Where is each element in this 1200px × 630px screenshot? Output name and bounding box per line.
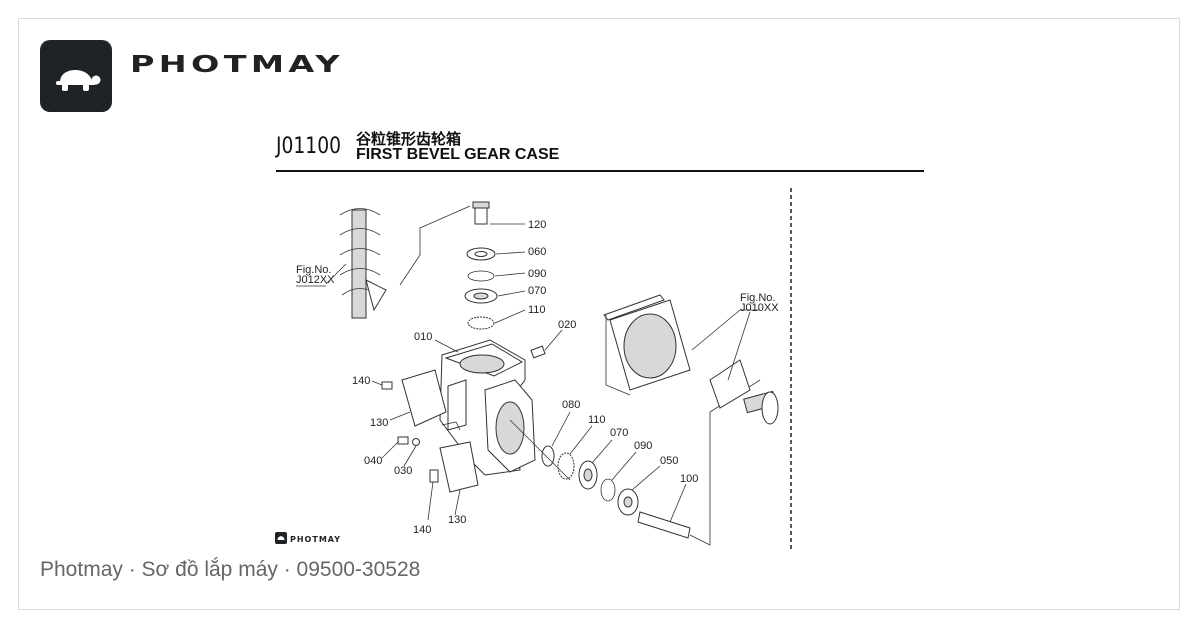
- snap-ring-090-side: [600, 478, 616, 502]
- diagram-title-en: FIRST BEVEL GEAR CASE: [356, 146, 560, 163]
- gear-110-top: [467, 316, 495, 330]
- part-label: 110: [528, 304, 546, 316]
- bolt-040: [397, 436, 409, 445]
- part-label: 090: [528, 268, 546, 280]
- part-label: 070: [528, 285, 546, 297]
- washer-030: [412, 438, 420, 446]
- part-label: 040: [364, 455, 382, 467]
- diagram-code: J01100: [276, 134, 342, 159]
- part-label: 080: [562, 399, 580, 411]
- bolt-140-lower: [429, 469, 439, 483]
- part-label: 020: [558, 319, 576, 331]
- turtle-icon: [56, 70, 101, 91]
- gear-110-side: [557, 452, 575, 480]
- auger-left: [339, 208, 387, 319]
- exploded-parts-diagram: Fig.No. J012XX: [275, 188, 792, 552]
- part-label: 110: [588, 414, 606, 426]
- part-label: 090: [634, 440, 652, 452]
- part-label: 030: [394, 465, 412, 477]
- bearing-080: [541, 445, 555, 467]
- shaft-100: [637, 511, 691, 539]
- watermark-text: PHOTMAY: [290, 535, 341, 544]
- diagram-title-cn: 谷粒锥形齿轮箱: [356, 131, 462, 148]
- caption: Photmay · Sơ đồ lắp máy · 09500-30528: [40, 558, 421, 581]
- auger-right: [709, 359, 779, 425]
- part-label: 130: [370, 417, 388, 429]
- gear-housing-010: [439, 339, 536, 476]
- part-label: 140: [413, 524, 431, 536]
- part-label: 140: [352, 375, 370, 387]
- fig-ref-right-line1: Fig.No.: [740, 292, 775, 304]
- card: [18, 18, 1180, 610]
- part-label: 010: [414, 331, 432, 343]
- part-label: 060: [528, 246, 546, 258]
- bolt-020: [530, 345, 546, 359]
- part-label: 120: [528, 219, 546, 231]
- part-label: 070: [610, 427, 628, 439]
- title-divider: [276, 170, 924, 172]
- part-label: 130: [448, 514, 466, 526]
- bolt-140-upper: [381, 381, 393, 390]
- cover-130-lower: [439, 441, 479, 493]
- watermark: PHOTMAY: [275, 532, 341, 544]
- part-label: 050: [660, 455, 678, 467]
- cover-130-upper: [401, 369, 447, 427]
- snap-ring-090: [467, 270, 495, 282]
- fig-ref-left-line1: Fig.No.: [296, 264, 331, 276]
- fig-ref-left-line2: J012XX: [296, 274, 335, 286]
- shaft-120: [472, 201, 490, 225]
- part-label: 100: [680, 473, 698, 485]
- fig-ref-right-line2: J010XX: [740, 302, 779, 314]
- brand-name: PHOTMAY: [130, 52, 344, 78]
- logo[interactable]: [40, 40, 112, 112]
